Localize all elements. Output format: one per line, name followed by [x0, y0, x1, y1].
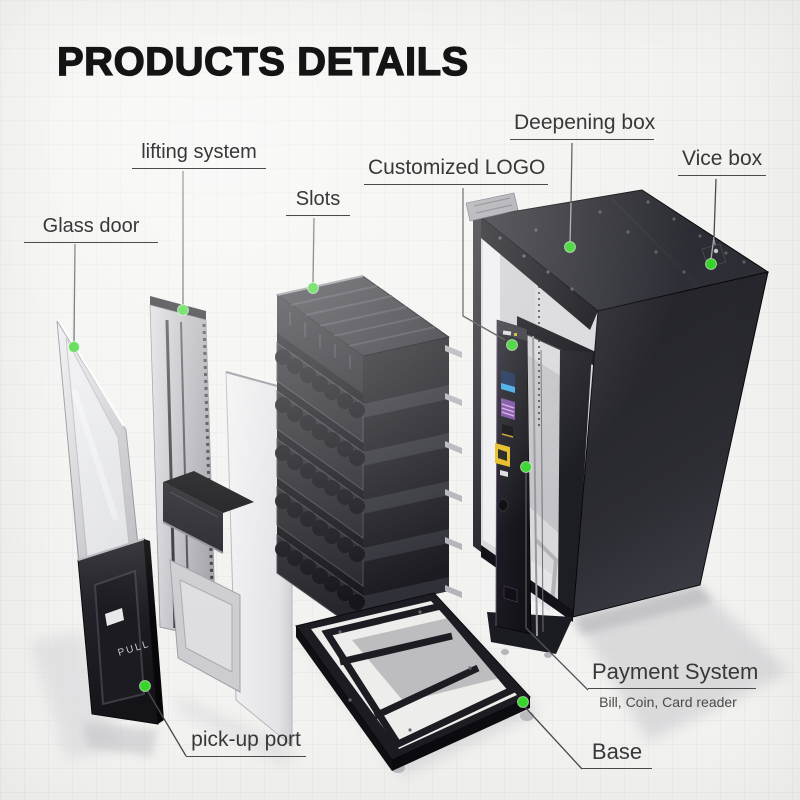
dot-base	[517, 696, 529, 708]
slot-tray	[275, 438, 462, 539]
dot-payment-system	[520, 461, 532, 473]
leader-base	[523, 705, 583, 770]
leader-deepening-box	[570, 142, 573, 204]
leader-glass-door	[73, 243, 76, 343]
pickup-port-panel: PULL	[77, 538, 164, 725]
label-customized-logo: Customized LOGO	[364, 156, 548, 186]
slot-tray	[275, 534, 462, 635]
label-pickup-port: pick-up port	[186, 728, 306, 758]
bill-acceptor	[501, 398, 515, 420]
callout-dots	[68, 241, 717, 708]
slot-tray	[275, 486, 462, 587]
leader-deepening-box-dark-part	[569, 202, 572, 244]
leader-vice-box-dark-part	[710, 236, 715, 260]
lifting-system	[149, 296, 293, 748]
label-payment-system: Payment System	[588, 659, 758, 690]
label-payment-methods: Bill, Coin, Card reader	[599, 694, 737, 710]
logo-chip	[502, 330, 512, 336]
speaker	[497, 498, 509, 512]
hinge	[465, 192, 519, 222]
dot-deepening-box	[564, 241, 576, 253]
coin-slot	[501, 424, 514, 438]
dot-pickup-port	[139, 680, 151, 692]
page-title: PRODUCTS DETAILS	[56, 39, 469, 84]
slot-tray	[275, 342, 462, 443]
dot-slots	[307, 282, 319, 294]
barcode-scanner	[495, 443, 510, 467]
cabinet	[465, 189, 770, 658]
slots-stack	[275, 275, 462, 635]
label-base: Base	[582, 739, 652, 770]
dot-lifting-system	[177, 304, 189, 316]
base-frame	[295, 592, 534, 773]
glass-door: PULL	[56, 318, 164, 725]
dot-customized-logo	[506, 339, 518, 351]
payment-pillar	[495, 319, 544, 637]
leader-slots	[312, 217, 315, 284]
leader-vice-box	[713, 178, 717, 238]
label-lifting-system: lifting system	[132, 141, 266, 169]
dot-glass-door	[68, 341, 80, 353]
leader-payment-system	[525, 472, 589, 691]
label-slots: Slots	[286, 188, 350, 216]
label-vice-box: Vice box	[678, 147, 766, 177]
label-glass-door: Glass door	[24, 215, 158, 243]
slot-tray-top	[276, 275, 462, 394]
card-reader-screen	[501, 370, 515, 393]
leader-pickup-port	[146, 689, 187, 757]
label-deepening-box: Deepening box	[510, 111, 655, 141]
bottom-vent	[503, 585, 518, 603]
slot-tray	[275, 390, 462, 491]
cabinet-side	[572, 271, 769, 618]
dot-vice-box	[705, 258, 717, 270]
leader-customized-logo	[462, 188, 506, 341]
pull-handle-slot	[105, 608, 124, 626]
callout-leaders	[73, 142, 717, 770]
